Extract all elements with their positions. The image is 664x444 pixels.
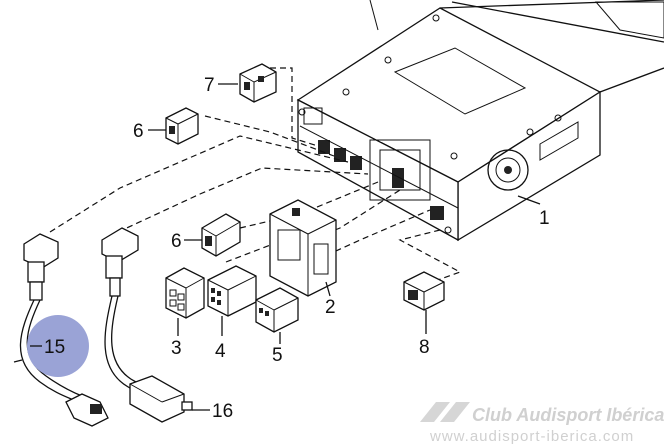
callout-15: 15 [44,337,65,358]
watermark-url: www.audisport-iberica.com [429,428,634,444]
connector-part-6-lower [184,213,241,257]
leader-part-1 [517,195,541,205]
callout-6-lower: 6 [171,231,182,252]
cable-part-15 [13,233,109,427]
watermark-title: Club Audisport Ibérica [472,405,664,425]
connector-part-3 [165,267,205,336]
connector-part-8 [403,271,445,334]
rear-connectors [298,107,459,234]
callout-7: 7 [204,75,215,96]
callout-4: 4 [215,341,226,362]
connector-part-4 [207,265,257,336]
callout-6-upper: 6 [133,121,144,142]
cable-part-16 [101,227,210,423]
callout-3: 3 [171,338,182,359]
connector-part-7 [218,63,277,103]
radio-unit [296,0,664,242]
callout-16: 16 [212,401,233,422]
callout-1: 1 [539,208,550,229]
connector-part-5 [255,287,299,344]
callout-8: 8 [419,337,430,358]
callout-15-highlight [27,315,89,377]
callout-labels: 1 2 3 4 5 6 6 7 8 15 16 [44,75,550,422]
watermark: Club Audisport Ibérica www.audisport-ibe… [420,402,664,444]
callout-5: 5 [272,345,283,366]
connector-part-6-upper [148,107,199,145]
bracket-part-2 [269,199,337,297]
callout-2: 2 [325,297,336,318]
